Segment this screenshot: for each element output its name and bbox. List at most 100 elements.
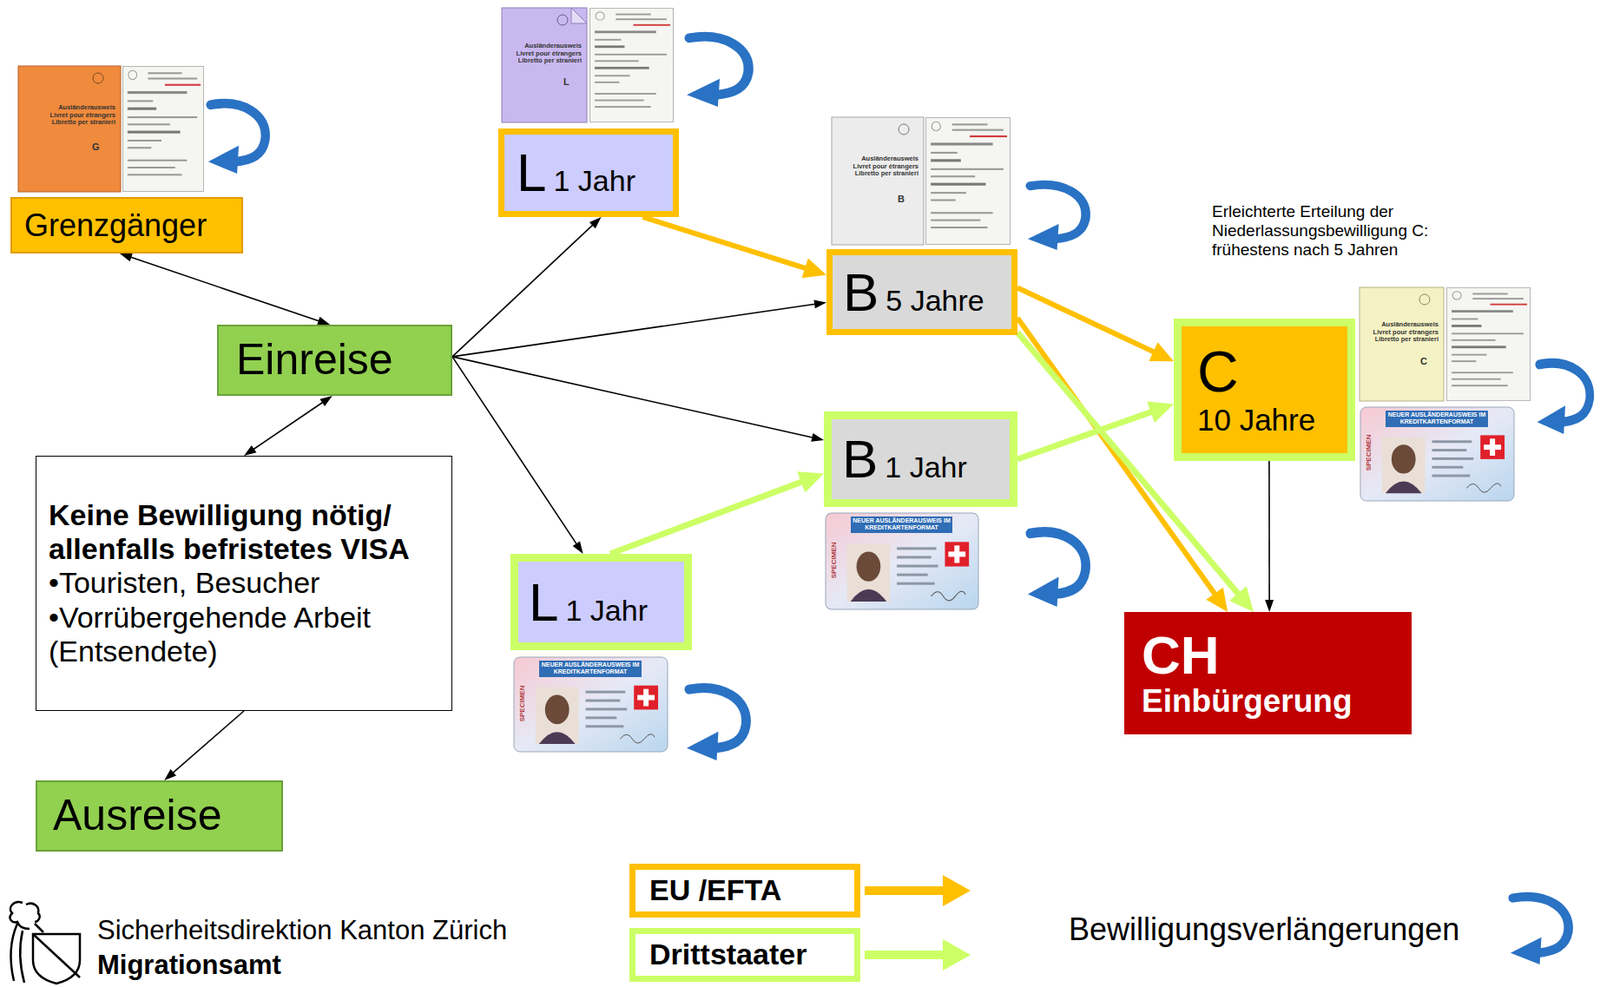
cover-emblem (557, 14, 568, 26)
legend-arrow-eu (864, 875, 971, 907)
arrow-head (1229, 586, 1254, 613)
arrow-head (319, 395, 332, 407)
connector (452, 356, 584, 554)
arrow-head (1205, 587, 1228, 613)
node-content: B1 Jahr (842, 430, 968, 488)
connector (642, 217, 827, 278)
node-heading: L (516, 142, 547, 203)
booklet-title: Ausländerausweis Livret pour étrangers L… (849, 155, 919, 178)
specimen-mark: SPECIMEN (1365, 417, 1374, 488)
node-content: L1 Jahr (516, 144, 636, 201)
logo-lion-mane (26, 903, 40, 922)
legend-swatch: EU /EFTA (629, 863, 861, 918)
connector (164, 711, 244, 781)
id-card (1360, 407, 1515, 501)
cover-emblem (898, 124, 909, 135)
connector-line (452, 303, 817, 357)
connector (1264, 460, 1274, 613)
node-content: Einreise (236, 335, 394, 386)
logo-lion-leg (19, 930, 25, 983)
arrow-head (810, 433, 824, 442)
arrow-head (164, 769, 177, 781)
specimen-mark: SPECIMEN (519, 668, 527, 738)
node-text: •Vorrübergehende Arbeit (Entsendete) (48, 600, 440, 669)
card-header: NEUER AUSLÄNDERAUSWEIS IM KREDITKARTENFO… (1385, 410, 1489, 428)
cover-emblem (1419, 294, 1430, 305)
arrow-head (572, 541, 584, 554)
legend-arrow-third (864, 939, 971, 971)
booklet-letter: G (92, 141, 100, 152)
booklet-cover (1359, 287, 1444, 402)
legend-arrow-shaft (864, 886, 947, 896)
cover-fold (571, 7, 587, 24)
booklet-cover (831, 117, 924, 245)
renewal-arrow (686, 36, 749, 107)
agency-name: Sicherheitsdirektion Kanton Zürich (97, 915, 507, 947)
booklet-page (1447, 287, 1531, 401)
booklet-letter: L (563, 76, 570, 87)
booklet-title: Ausländerausweis Livret pour étrangers L… (46, 104, 116, 127)
zurich-logo (10, 902, 80, 984)
node-heading: B (842, 428, 878, 489)
node-content: CHEinbürgerung (1141, 626, 1353, 721)
permit-box: B1 Jahr (823, 411, 1018, 507)
legend-arrow-head (942, 939, 971, 971)
node-text: 1 Jahr (553, 164, 636, 198)
connector-line (171, 711, 244, 775)
node-text: •Touristen, Besucher (48, 566, 440, 600)
legend-arrow-head (942, 875, 971, 907)
booklet-l (501, 7, 673, 123)
node-heading: C (1197, 342, 1316, 402)
legend-arrow-shaft (864, 950, 947, 960)
legend-renewal-arrow (1510, 896, 1569, 965)
cross-border-box: Grenzgänger (10, 197, 244, 254)
connector-line (129, 256, 322, 323)
legend-text: Drittstaater (649, 937, 807, 972)
arrow-head (243, 445, 257, 456)
renewal-arrow (1027, 532, 1087, 607)
renewal-arrow (1027, 184, 1087, 251)
logo-lion-paw (34, 923, 44, 933)
naturalization-box: CHEinbürgerung (1124, 612, 1412, 735)
booklet-page (926, 118, 1011, 245)
renewal-arrow (686, 688, 746, 761)
node-content: C10 Jahre (1197, 342, 1316, 438)
booklet-letter: C (1420, 355, 1428, 367)
connector (452, 356, 824, 442)
permit-box: C10 Jahre (1173, 318, 1356, 461)
card-header: NEUER AUSLÄNDERAUSWEIS IM KREDITKARTENFO… (850, 516, 953, 534)
permit-box: B5 Jahre (826, 249, 1018, 336)
connector-line (610, 480, 806, 554)
cover-emblem (92, 72, 104, 84)
node-heading: CH (1141, 626, 1353, 684)
legend-item: Bewilligungsverlängerungen (1068, 911, 1460, 948)
booklet-title: Ausländerausweis Livret pour étrangers L… (512, 42, 582, 66)
entry-box: Einreise (217, 324, 453, 396)
connector-line (251, 401, 324, 450)
card-header: NEUER AUSLÄNDERAUSWEIS IM KREDITKARTENFO… (539, 660, 642, 678)
connector-line (642, 217, 810, 270)
booklet-letter: B (897, 193, 905, 205)
arrow-head (802, 257, 827, 278)
node-content: Keine Bewilligung nötig/ allenfalls befr… (48, 498, 440, 668)
specimen-mark: SPECIMEN (830, 525, 839, 595)
legend-swatch: Drittstaater (629, 928, 861, 982)
node-text: 5 Jahre (885, 283, 984, 317)
node-text: 1 Jahr (565, 593, 648, 627)
info-box: Keine Bewilligung nötig/ allenfalls befr… (35, 455, 453, 712)
arrow-head (119, 253, 133, 262)
node-content: Ausreise (52, 790, 223, 842)
connector (452, 217, 602, 357)
permit-box: L1 Jahr (510, 553, 692, 651)
booklet-g (18, 65, 205, 192)
connector-line (1268, 460, 1271, 603)
logo-shield (32, 934, 80, 984)
node-text: Einbürgerung (1141, 683, 1353, 721)
connector-line (1017, 410, 1156, 460)
legend-text: EU /EFTA (649, 873, 782, 908)
connector-line (452, 356, 578, 547)
node-text: 10 Jahre (1197, 402, 1316, 438)
node-heading: Einreise (236, 335, 394, 384)
arrow-head (1264, 599, 1274, 613)
arrow-head (813, 299, 827, 309)
